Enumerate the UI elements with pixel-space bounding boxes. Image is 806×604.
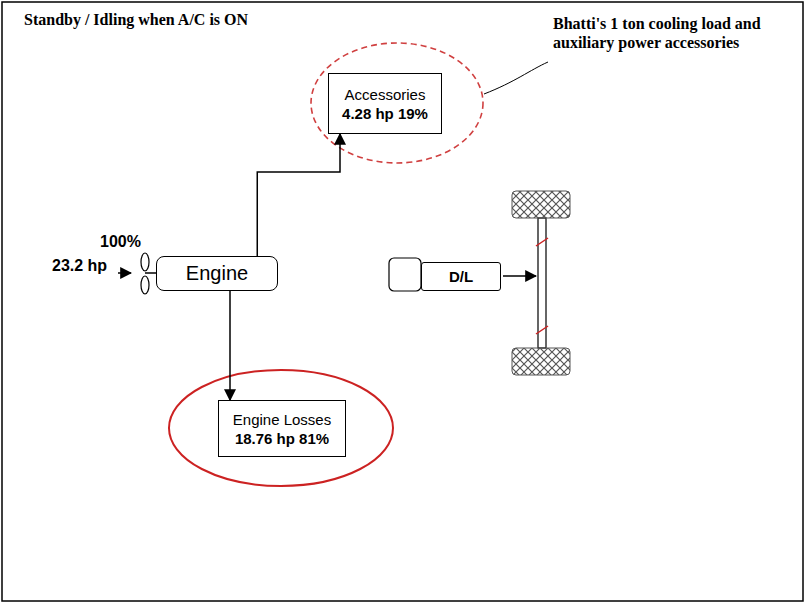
- scenario-note: Standby / Idling when A/C is ON: [24, 10, 254, 29]
- callout-note: Bhatti's 1 ton cooling load and auxiliar…: [553, 14, 793, 52]
- input-arrow: [118, 272, 131, 274]
- fan-symbol: [141, 253, 156, 294]
- engine-box: Engine: [156, 256, 278, 291]
- node-heading: D/L: [449, 268, 473, 285]
- flow-arrow: [229, 291, 231, 400]
- drive-arrow: [503, 275, 536, 277]
- node-heading: Accessories: [345, 86, 426, 103]
- losses-box: Engine Losses 18.76 hp 81%: [218, 400, 346, 457]
- node-value: 4.28 hp 19%: [342, 105, 428, 122]
- node-heading: Engine: [186, 262, 248, 285]
- dashed-highlight: [311, 43, 483, 163]
- node-value: 18.76 hp 81%: [235, 430, 329, 447]
- node-heading: Engine Losses: [233, 411, 331, 428]
- power-label: 23.2 hp: [52, 256, 107, 275]
- leader-line: [484, 62, 548, 94]
- flow-arrow: [257, 134, 340, 256]
- highlight-ellipse: [169, 370, 393, 486]
- drive-block: [389, 258, 421, 291]
- axle-symbol: [512, 191, 570, 375]
- accessories-box: Accessories 4.28 hp 19%: [328, 73, 442, 134]
- driveline-box: D/L: [421, 262, 501, 291]
- percent-label: 100%: [100, 232, 141, 251]
